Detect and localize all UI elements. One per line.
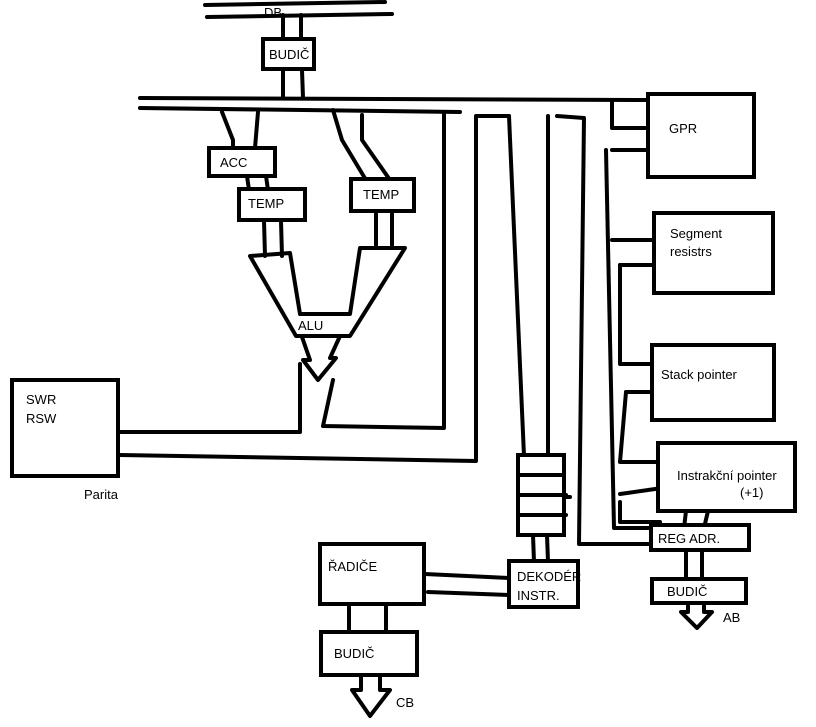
gpr-box xyxy=(646,92,756,179)
data-bus-lines xyxy=(203,0,394,19)
temp-left-to-alu-wires xyxy=(262,219,284,258)
queue-input-wires xyxy=(507,114,652,546)
gpr-label: GPR xyxy=(669,121,697,136)
temp-left-label: TEMP xyxy=(248,196,284,211)
acc-label: ACC xyxy=(220,155,247,170)
register-bus-wires xyxy=(604,98,664,530)
radice-to-dekoder-wires xyxy=(423,572,511,597)
acc-input-wires xyxy=(220,110,260,150)
segment-label-2: resistrs xyxy=(670,244,712,259)
budic-top-box xyxy=(261,37,316,71)
alu-shape xyxy=(248,246,407,338)
rsw-label: RSW xyxy=(26,411,57,426)
budic-ab-label: BUDIČ xyxy=(667,584,707,599)
radice-box xyxy=(318,542,426,606)
temp-right-to-alu-wires xyxy=(374,210,394,250)
alu-to-swr-wires xyxy=(116,110,511,463)
stack-pointer-box xyxy=(650,343,776,422)
budic-cb-box xyxy=(319,630,419,677)
budic-cb-label: BUDIČ xyxy=(334,646,374,661)
db-label: DB xyxy=(264,5,282,20)
cb-arrow xyxy=(350,674,392,718)
reg-adr-label: REG ADR. xyxy=(658,531,720,546)
instruction-pointer-label-2: (+1) xyxy=(740,485,763,500)
budic-top-label: BUDIČ xyxy=(269,47,309,62)
ab-arrow xyxy=(679,602,714,630)
instruction-queue xyxy=(516,453,572,537)
regadr-to-budic-wires xyxy=(684,548,704,582)
dekoder-box xyxy=(507,559,580,609)
temp-right-input-wires xyxy=(331,108,392,182)
alu-output-arrow xyxy=(300,334,342,382)
temp-left-box xyxy=(237,187,307,222)
temp-right-label: TEMP xyxy=(363,187,399,202)
budic-top-connectors xyxy=(281,13,305,100)
instruction-pointer-label-1: Instrakční pointer xyxy=(677,468,777,483)
dekoder-label-1: DEKODÉR xyxy=(517,569,581,584)
radice-to-budic-wires xyxy=(347,602,388,635)
radice-label: ŘADIČE xyxy=(328,559,377,574)
swr-label: SWR xyxy=(26,392,56,407)
cb-label: CB xyxy=(396,695,414,710)
ab-label: AB xyxy=(723,610,740,625)
instruction-pointer-box xyxy=(656,441,797,513)
stack-pointer-label: Stack pointer xyxy=(661,367,738,382)
internal-bus-lines xyxy=(138,96,650,114)
segment-registers-box xyxy=(652,211,775,295)
segment-label-1: Segment xyxy=(670,226,722,241)
queue-to-dekoder-wires xyxy=(531,533,550,564)
swr-rsw-box xyxy=(10,378,120,478)
acc-box xyxy=(207,146,277,178)
alu-label: ALU xyxy=(298,318,323,333)
temp-right-box xyxy=(349,177,416,213)
budic-ab-box xyxy=(650,577,748,605)
dekoder-label-2: INSTR. xyxy=(517,588,560,603)
parita-label: Parita xyxy=(84,487,119,502)
